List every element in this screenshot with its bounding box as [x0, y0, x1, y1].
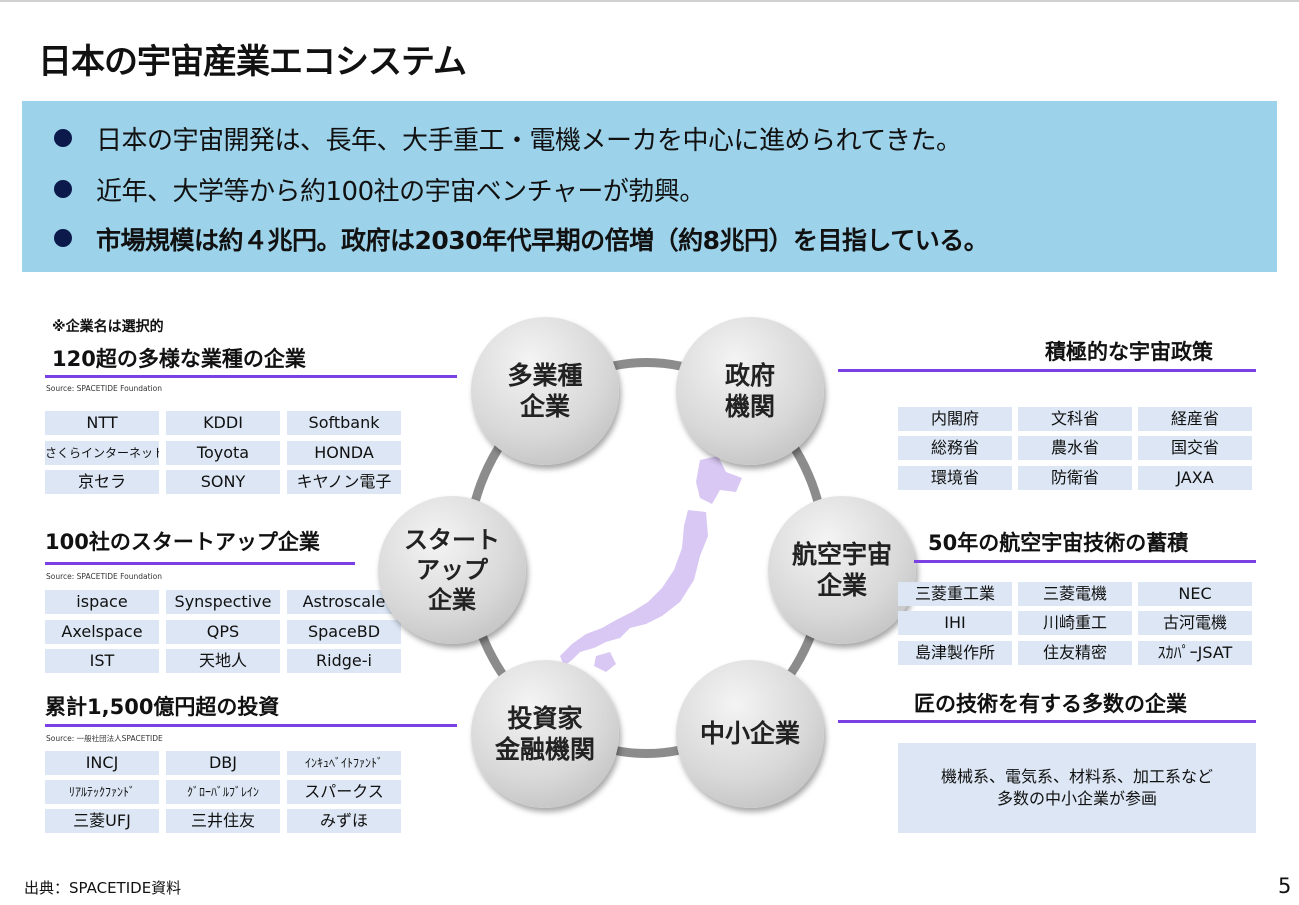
- agency-cell: 内閣府: [898, 407, 1012, 431]
- agency-cell: 環境省: [898, 466, 1012, 490]
- aerospace-node: 航空宇宙 企業: [768, 496, 916, 644]
- sme-node: 中小企業: [676, 660, 824, 808]
- company-cell: ｸﾞﾛｰﾊﾞﾙﾌﾞﾚｲﾝ: [166, 780, 280, 804]
- top-border: [0, 0, 1299, 2]
- company-cell: ｽｶﾊﾟｰJSAT: [1138, 641, 1252, 665]
- industries-source: Source: SPACETIDE Foundation: [46, 384, 163, 393]
- company-cell: 天地人: [166, 649, 280, 673]
- bullet-text: 市場規模は約４兆円。政府は2030年代早期の倍増（約8兆円）を目指している。: [96, 226, 989, 255]
- agency-cell: 防衛省: [1018, 466, 1132, 490]
- footer-source: 出典：SPACETIDE資料: [24, 879, 182, 897]
- company-cell: さくらインターネット: [45, 441, 159, 465]
- slide-title: 日本の宇宙産業エコシステム: [38, 42, 467, 82]
- agency-cell: 総務省: [898, 436, 1012, 460]
- startups-title: 100社のスタートアップ企業: [45, 530, 320, 554]
- investment-source: Source: 一般社団法人SPACETIDE: [46, 734, 163, 743]
- company-cell: IHI: [898, 611, 1012, 635]
- agency-cell: 文科省: [1018, 407, 1132, 431]
- company-cell: QPS: [166, 620, 280, 644]
- agency-cell: 農水省: [1018, 436, 1132, 460]
- company-cell: 島津製作所: [898, 641, 1012, 665]
- company-cell: Synspective: [166, 590, 280, 614]
- sme-description: 機械系、電気系、材料系、加工系など 多数の中小企業が参画: [898, 743, 1256, 833]
- company-cell: INCJ: [45, 751, 159, 775]
- japan-map-icon: [556, 456, 742, 676]
- agency-cell: 国交省: [1138, 436, 1252, 460]
- selection-note: ※企業名は選択的: [52, 319, 164, 335]
- company-cell: 三菱電機: [1018, 582, 1132, 606]
- startups-rule: [45, 562, 355, 565]
- page-number: 5: [1278, 874, 1292, 898]
- company-cell: Axelspace: [45, 620, 159, 644]
- company-cell: IST: [45, 649, 159, 673]
- company-cell: KDDI: [166, 411, 280, 435]
- aerospace-title: 50年の航空宇宙技術の蓄積: [928, 531, 1189, 555]
- agency-cell: JAXA: [1138, 466, 1252, 490]
- company-cell: SONY: [166, 470, 280, 494]
- bullet-dot-icon: [54, 229, 72, 247]
- sme-rule: [838, 720, 1256, 723]
- industries-title: 120超の多様な業種の企業: [52, 347, 306, 371]
- bullet-dot-icon: [54, 180, 72, 198]
- company-cell: Softbank: [287, 411, 401, 435]
- sme-title: 匠の技術を有する多数の企業: [914, 692, 1187, 716]
- company-cell: みずほ: [287, 809, 401, 833]
- bullet-text: 近年、大学等から約100社の宇宙ベンチャーが勃興。: [96, 177, 705, 207]
- startups-source: Source: SPACETIDE Foundation: [46, 572, 163, 581]
- company-cell: Toyota: [166, 441, 280, 465]
- company-cell: ｲﾝｷｭﾍﾞｲﾄﾌｧﾝﾄﾞ: [287, 751, 401, 775]
- summary-box: 日本の宇宙開発は、長年、大手重工・電機メーカを中心に進められてきた。 近年、大学…: [22, 101, 1277, 272]
- investment-rule: [45, 724, 457, 727]
- investor-node: 投資家 金融機関: [471, 660, 619, 808]
- company-cell: HONDA: [287, 441, 401, 465]
- company-cell: スパークス: [287, 780, 401, 804]
- company-cell: 三菱重工業: [898, 582, 1012, 606]
- bullet-dot-icon: [54, 129, 72, 147]
- startup-node: スタート アップ 企業: [378, 496, 526, 644]
- company-cell: NTT: [45, 411, 159, 435]
- company-cell: 三井住友: [166, 809, 280, 833]
- bullet-text: 日本の宇宙開発は、長年、大手重工・電機メーカを中心に進められてきた。: [96, 126, 962, 156]
- company-cell: Ridge-i: [287, 649, 401, 673]
- company-cell: ﾘｱﾙﾃｯｸﾌｧﾝﾄﾞ: [45, 780, 159, 804]
- policy-rule: [838, 369, 1256, 372]
- company-cell: 三菱UFJ: [45, 809, 159, 833]
- company-cell: 京セラ: [45, 470, 159, 494]
- policy-title: 積極的な宇宙政策: [1045, 340, 1213, 364]
- company-cell: 住友精密: [1018, 641, 1132, 665]
- company-cell: SpaceBD: [287, 620, 401, 644]
- summary-bullet: 近年、大学等から約100社の宇宙ベンチャーが勃興。: [54, 171, 705, 208]
- company-cell: NEC: [1138, 582, 1252, 606]
- company-cell: キヤノン電子: [287, 470, 401, 494]
- industry-companies-node: 多業種 企業: [471, 317, 619, 465]
- agency-cell: 経産省: [1138, 407, 1252, 431]
- company-cell: ispace: [45, 590, 159, 614]
- industries-rule: [45, 375, 457, 378]
- company-cell: 古河電機: [1138, 611, 1252, 635]
- summary-bullet: 日本の宇宙開発は、長年、大手重工・電機メーカを中心に進められてきた。: [54, 120, 962, 157]
- investment-title: 累計1,500億円超の投資: [45, 695, 280, 719]
- company-cell: DBJ: [166, 751, 280, 775]
- summary-bullet: 市場規模は約４兆円。政府は2030年代早期の倍増（約8兆円）を目指している。: [54, 221, 989, 257]
- government-node: 政府 機関: [676, 317, 824, 465]
- company-cell: 川崎重工: [1018, 611, 1132, 635]
- aerospace-rule: [914, 560, 1256, 563]
